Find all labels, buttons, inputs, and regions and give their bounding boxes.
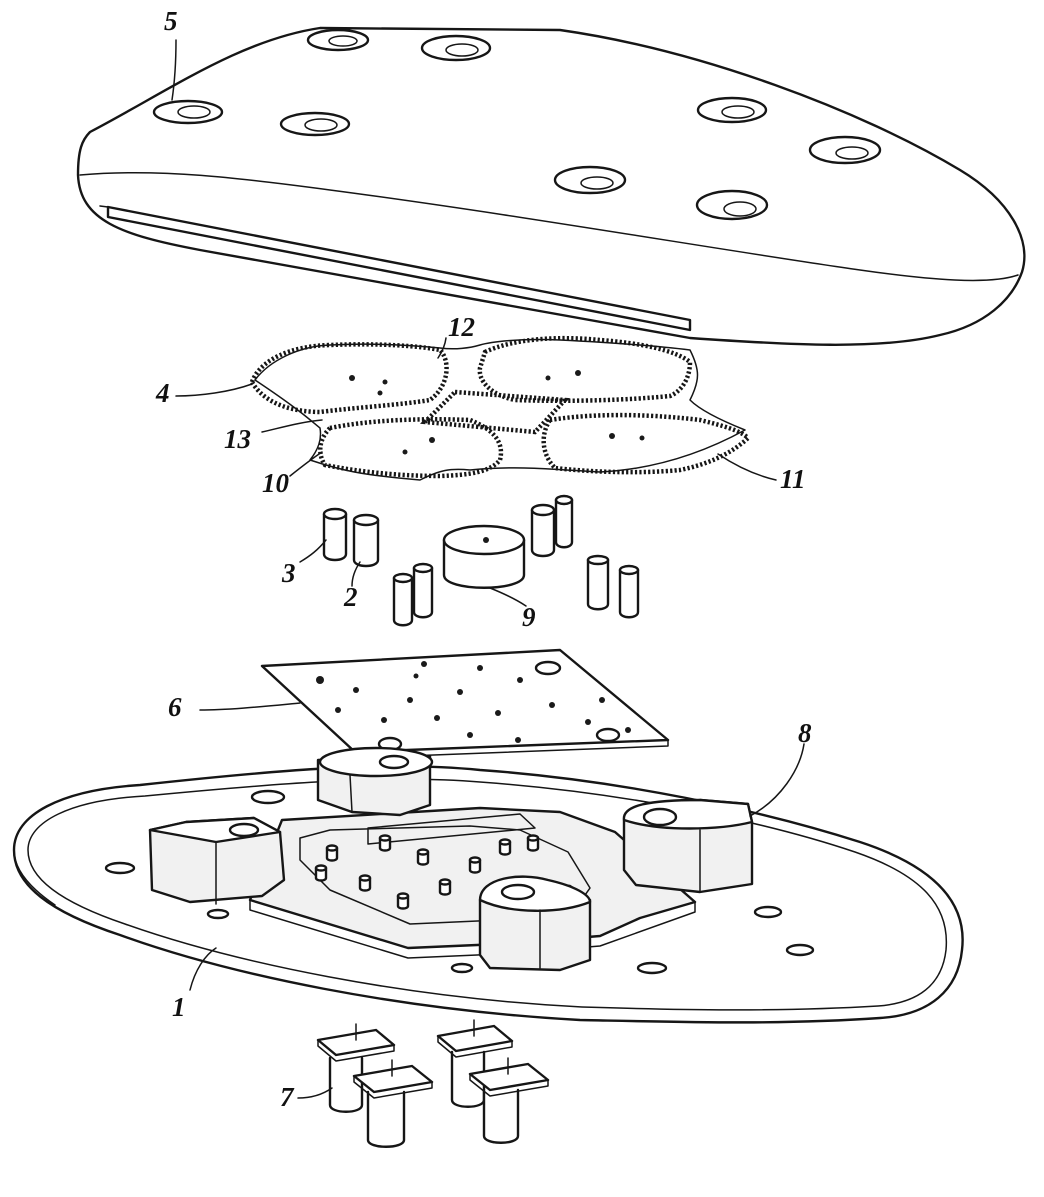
cover-holes <box>152 28 882 221</box>
magnet-3 <box>322 507 348 562</box>
label-1: 1 <box>172 992 186 1022</box>
magnet-pair-top-right <box>530 494 574 558</box>
platform-posts <box>314 834 540 910</box>
label-3: 3 <box>281 558 296 588</box>
magnet-pair-left <box>392 562 434 627</box>
base-holes <box>104 789 815 975</box>
label-9: 9 <box>522 602 536 632</box>
leader-lines <box>171 39 805 1099</box>
label-8: 8 <box>798 718 812 748</box>
foot-1 <box>316 1023 396 1113</box>
circuit-board-part-6 <box>260 648 670 759</box>
label-7: 7 <box>280 1082 295 1112</box>
base-boss-center <box>316 746 434 817</box>
center-disc-part-9 <box>442 524 526 589</box>
board-holes <box>316 661 631 743</box>
foot-2 <box>436 1019 514 1108</box>
pad-top-right <box>477 335 693 404</box>
label-5: 5 <box>164 6 178 36</box>
pad-top-left <box>249 342 449 415</box>
magnet-pair-right <box>586 554 640 619</box>
label-12: 12 <box>448 312 475 342</box>
label-4: 4 <box>155 378 170 408</box>
part-labels: 5 4 13 10 12 11 3 2 9 6 8 1 7 <box>155 6 812 1112</box>
base-tray-part-1 <box>12 746 964 1024</box>
feet-part-7 <box>316 1019 550 1148</box>
pad-center <box>420 389 570 435</box>
foot-4 <box>468 1057 550 1144</box>
base-boss-front <box>478 875 592 972</box>
magnets-parts-2-3 <box>322 494 640 627</box>
foot-3 <box>352 1059 434 1148</box>
pad-bottom-right <box>541 412 752 475</box>
electrode-sheet <box>249 335 752 481</box>
label-6: 6 <box>168 692 182 722</box>
base-boss-right-part-8 <box>622 798 754 894</box>
label-2: 2 <box>343 582 358 612</box>
magnet-2 <box>352 513 380 568</box>
pad-bottom-left <box>318 417 504 479</box>
label-13: 13 <box>224 424 251 454</box>
label-10: 10 <box>262 468 290 498</box>
base-boss-left <box>148 816 286 905</box>
top-cover-part-5 <box>76 26 1026 346</box>
label-11: 11 <box>780 464 806 494</box>
